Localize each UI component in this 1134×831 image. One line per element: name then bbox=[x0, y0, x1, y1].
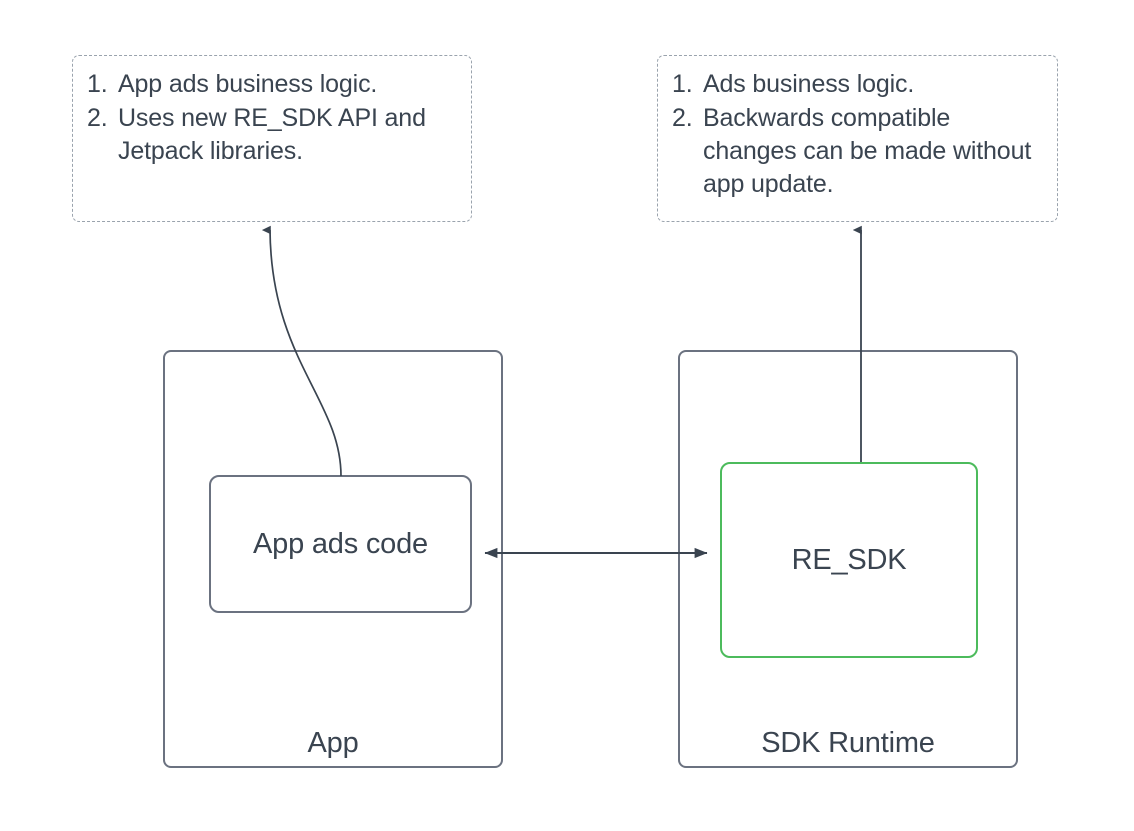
sdk-note-item-1: 1. Ads business logic. bbox=[672, 68, 1043, 101]
re-sdk-label: RE_SDK bbox=[791, 543, 907, 576]
app-note-list: 1. App ads business logic. 2. Uses new R… bbox=[87, 68, 457, 168]
sdk-note-item-2-text: Backwards compatible changes can be made… bbox=[703, 104, 1032, 198]
app-note-item-1-text: App ads business logic. bbox=[118, 70, 378, 98]
sdk-runtime-container-label: SDK Runtime bbox=[761, 727, 935, 759]
sdk-note-list: 1. Ads business logic. 2. Backwards comp… bbox=[672, 68, 1043, 201]
sdk-note-item-2-number: 2. bbox=[672, 104, 693, 132]
app-note-item-1: 1. App ads business logic. bbox=[87, 68, 457, 101]
sdk-note-callout: 1. Ads business logic. 2. Backwards comp… bbox=[657, 55, 1058, 222]
app-ads-code-label: App ads code bbox=[253, 527, 428, 560]
app-note-item-1-number: 1. bbox=[87, 70, 108, 98]
app-ads-code-box: App ads code bbox=[209, 475, 472, 613]
sdk-note-item-2: 2. Backwards compatible changes can be m… bbox=[672, 102, 1043, 201]
app-note-item-2-number: 2. bbox=[87, 104, 108, 132]
app-note-item-2: 2. Uses new RE_SDK API and Jetpack libra… bbox=[87, 102, 457, 168]
app-note-callout: 1. App ads business logic. 2. Uses new R… bbox=[72, 55, 472, 222]
app-container-label: App bbox=[307, 727, 359, 759]
sdk-note-item-1-number: 1. bbox=[672, 70, 693, 98]
re-sdk-box: RE_SDK bbox=[720, 462, 978, 658]
sdk-note-item-1-text: Ads business logic. bbox=[703, 70, 915, 98]
app-note-item-2-text: Uses new RE_SDK API and Jetpack librarie… bbox=[118, 104, 426, 165]
